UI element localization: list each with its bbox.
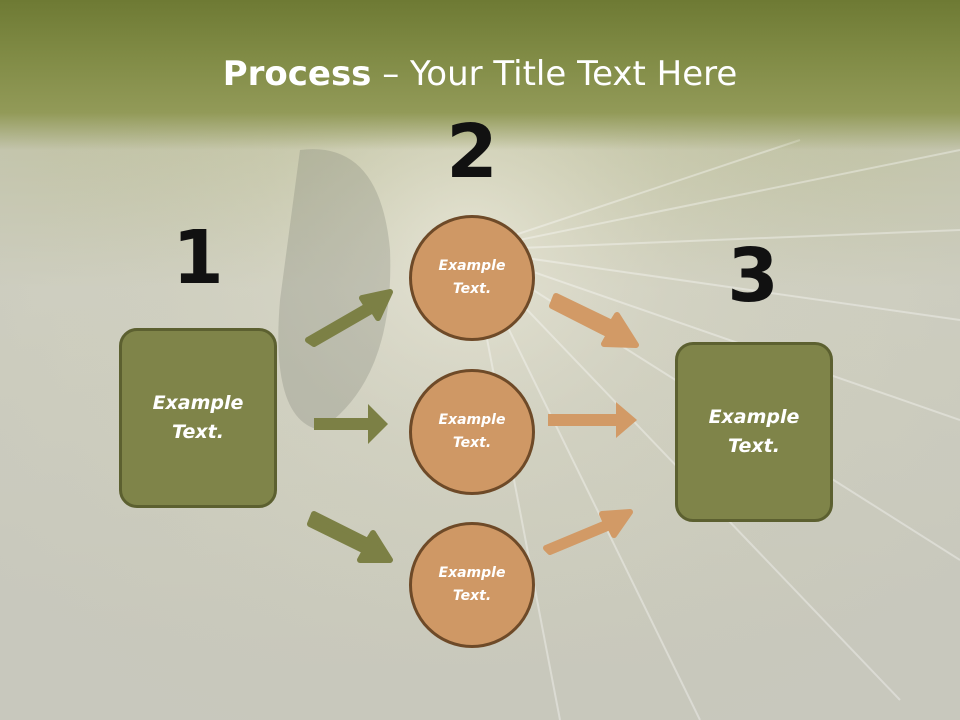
arrow-bottom-to-right: [543, 509, 633, 555]
circle-top-line1: Example: [438, 258, 506, 274]
left-box-label: Example Text.: [138, 389, 258, 447]
circle-top-line2: Text.: [452, 281, 492, 297]
circle-middle-line2: Text.: [452, 435, 492, 451]
arrow-middle-to-right: [548, 402, 637, 438]
step-number-3: 3: [727, 233, 779, 319]
circle-bottom-label: Example Text.: [422, 562, 522, 608]
right-step-box: Example Text.: [675, 342, 833, 522]
right-box-label: Example Text.: [694, 403, 814, 461]
circle-bottom-line1: Example: [438, 565, 506, 581]
right-box-line1: Example: [708, 406, 800, 428]
right-box-line2: Text.: [728, 435, 780, 457]
step-circle-top: Example Text.: [409, 215, 535, 341]
left-step-box: Example Text.: [119, 328, 277, 508]
arrow-top-to-right: [549, 293, 639, 348]
slide-title: Process – Your Title Text Here: [0, 52, 960, 96]
arrow-left-to-bottom: [307, 511, 393, 563]
orange-arrows: [543, 293, 639, 555]
left-box-line2: Text.: [172, 421, 224, 443]
arrow-left-to-middle: [314, 404, 388, 444]
circle-middle-line1: Example: [438, 412, 506, 428]
left-box-line1: Example: [152, 392, 244, 414]
title-bold: Process: [222, 54, 372, 94]
circle-middle-label: Example Text.: [422, 409, 522, 455]
step-circle-middle: Example Text.: [409, 369, 535, 495]
title-rest: – Your Title Text Here: [371, 54, 738, 94]
circle-top-label: Example Text.: [422, 255, 522, 301]
step-number-2: 2: [446, 109, 498, 195]
circle-bottom-line2: Text.: [452, 588, 492, 604]
header-band: [0, 0, 960, 150]
step-circle-bottom: Example Text.: [409, 522, 535, 648]
green-arrows: [305, 289, 393, 563]
step-number-1: 1: [172, 215, 224, 301]
arrow-left-to-top: [305, 289, 393, 347]
